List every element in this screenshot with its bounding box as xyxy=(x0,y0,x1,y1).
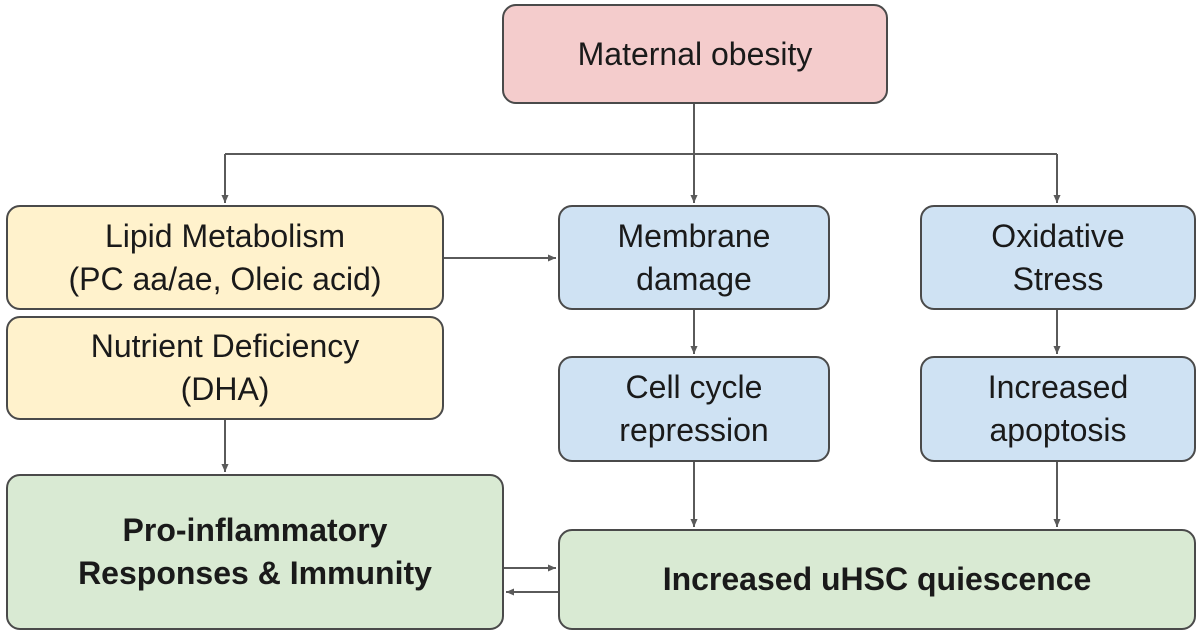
node-cell-cycle-repression: Cell cycle repression xyxy=(558,356,830,462)
node-cell-cycle-repression-line-1: Cell cycle xyxy=(625,369,763,405)
node-maternal-obesity-line-1: Maternal obesity xyxy=(577,35,813,72)
node-nutrient-deficiency: Nutrient Deficiency (DHA) xyxy=(6,316,444,420)
node-membrane-damage-line-2: damage xyxy=(636,260,752,297)
node-uhsc-quiescence: Increased uHSC quiescence xyxy=(558,529,1196,630)
node-pro-inflammatory-line-2: Responses & Immunity xyxy=(78,555,432,591)
node-oxidative-stress-line-1: Oxidative xyxy=(991,217,1125,254)
node-lipid-metabolism: Lipid Metabolism (PC aa/ae, Oleic acid) xyxy=(6,205,444,310)
node-increased-apoptosis-line-2: apoptosis xyxy=(989,412,1127,448)
node-maternal-obesity: Maternal obesity xyxy=(502,4,888,104)
node-cell-cycle-repression-line-2: repression xyxy=(619,412,769,448)
node-membrane-damage: Membrane damage xyxy=(558,205,830,310)
node-lipid-metabolism-line-1: Lipid Metabolism xyxy=(104,217,346,254)
node-nutrient-deficiency-line-1: Nutrient Deficiency xyxy=(90,328,360,364)
node-nutrient-deficiency-line-2: (DHA) xyxy=(180,371,270,407)
node-pro-inflammatory: Pro-inflammatory Responses & Immunity xyxy=(6,474,504,630)
node-uhsc-quiescence-line-1: Increased uHSC quiescence xyxy=(662,561,1092,597)
node-increased-apoptosis: Increased apoptosis xyxy=(920,356,1196,462)
node-oxidative-stress-line-2: Stress xyxy=(1012,260,1104,297)
node-lipid-metabolism-line-2: (PC aa/ae, Oleic acid) xyxy=(68,260,382,297)
node-membrane-damage-line-1: Membrane xyxy=(617,217,771,254)
node-pro-inflammatory-line-1: Pro-inflammatory xyxy=(122,512,388,548)
node-oxidative-stress: Oxidative Stress xyxy=(920,205,1196,310)
node-increased-apoptosis-line-1: Increased xyxy=(987,369,1129,405)
